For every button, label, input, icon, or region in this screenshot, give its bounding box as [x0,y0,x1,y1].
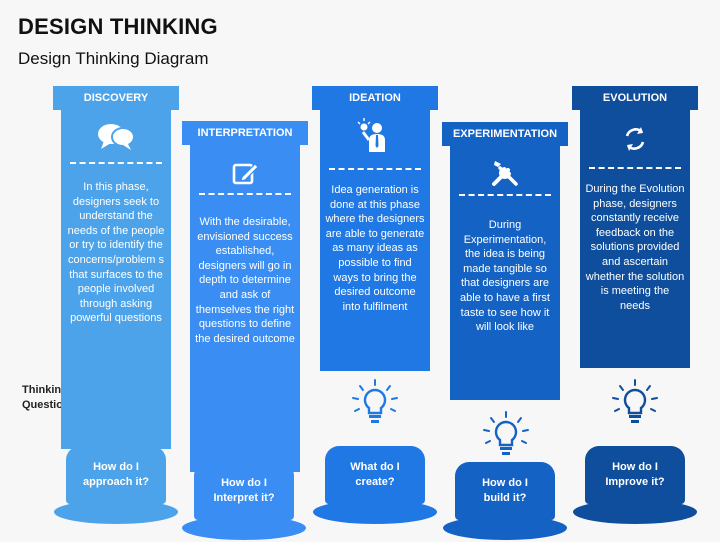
question-text: How do I approach it? [66,446,166,504]
divider [199,193,291,195]
lightbulb-icon [612,379,658,423]
stage-banner: EVOLUTION [572,86,698,110]
lightbulb-icon [483,411,529,455]
page-title: DESIGN THINKING [18,14,218,39]
question-hat-evolution: How do I Improve it? [573,446,697,526]
hat-brim [54,500,178,524]
thinking-question-label: Thinking Question [22,384,70,411]
question-hat-ideation: What do I create? [313,446,437,526]
stage-banner: EXPERIMENTATION [442,122,568,146]
question-hat-interpretation: How do I Interpret it? [182,462,306,542]
stage-banner: INTERPRETATION [182,121,308,145]
idea-person-icon [320,116,430,159]
edit-icon [190,159,300,194]
stage-panel: Idea generation is done at this phase wh… [320,110,430,371]
divider [459,194,551,196]
lightbulb-icon [93,379,139,423]
hat-brim [443,516,567,540]
divider [70,162,162,164]
lightbulb-icon [352,379,398,423]
divider [329,168,421,170]
stage-banner: IDEATION [312,86,438,110]
page-subtitle: Design Thinking Diagram [18,49,209,68]
stage-panel: During Experimentation, the idea is bein… [450,146,560,400]
hat-brim [182,516,306,540]
lightbulb-icon [220,411,266,455]
stage-description: During the Evolution phase, designers co… [585,183,685,312]
divider [589,167,681,169]
question-text: How do I Interpret it? [194,462,294,520]
stage-description: Idea generation is done at this phase wh… [325,184,425,313]
stage-description: With the desirable, envisioned success e… [195,216,295,345]
cycle-arrows-icon [580,124,690,159]
stage-banner: DISCOVERY [53,86,179,110]
stage-panel: In this phase, designers seek to underst… [61,110,171,449]
question-hat-experimentation: How do I build it? [443,462,567,542]
tools-icon [450,158,560,193]
question-text: What do I create? [325,446,425,504]
stage-panel: With the desirable, envisioned success e… [190,145,300,472]
question-text: How do I build it? [455,462,555,520]
stage-description: During Experimentation, the idea is bein… [460,219,550,334]
question-text: How do I Improve it? [585,446,685,504]
stage-description: In this phase, designers seek to underst… [67,181,165,325]
hat-brim [573,500,697,524]
chat-bubbles-icon [61,122,171,157]
hat-brim [313,500,437,524]
question-hat-discovery: How do I approach it? [54,446,178,526]
stage-panel: During the Evolution phase, designers co… [580,110,690,368]
